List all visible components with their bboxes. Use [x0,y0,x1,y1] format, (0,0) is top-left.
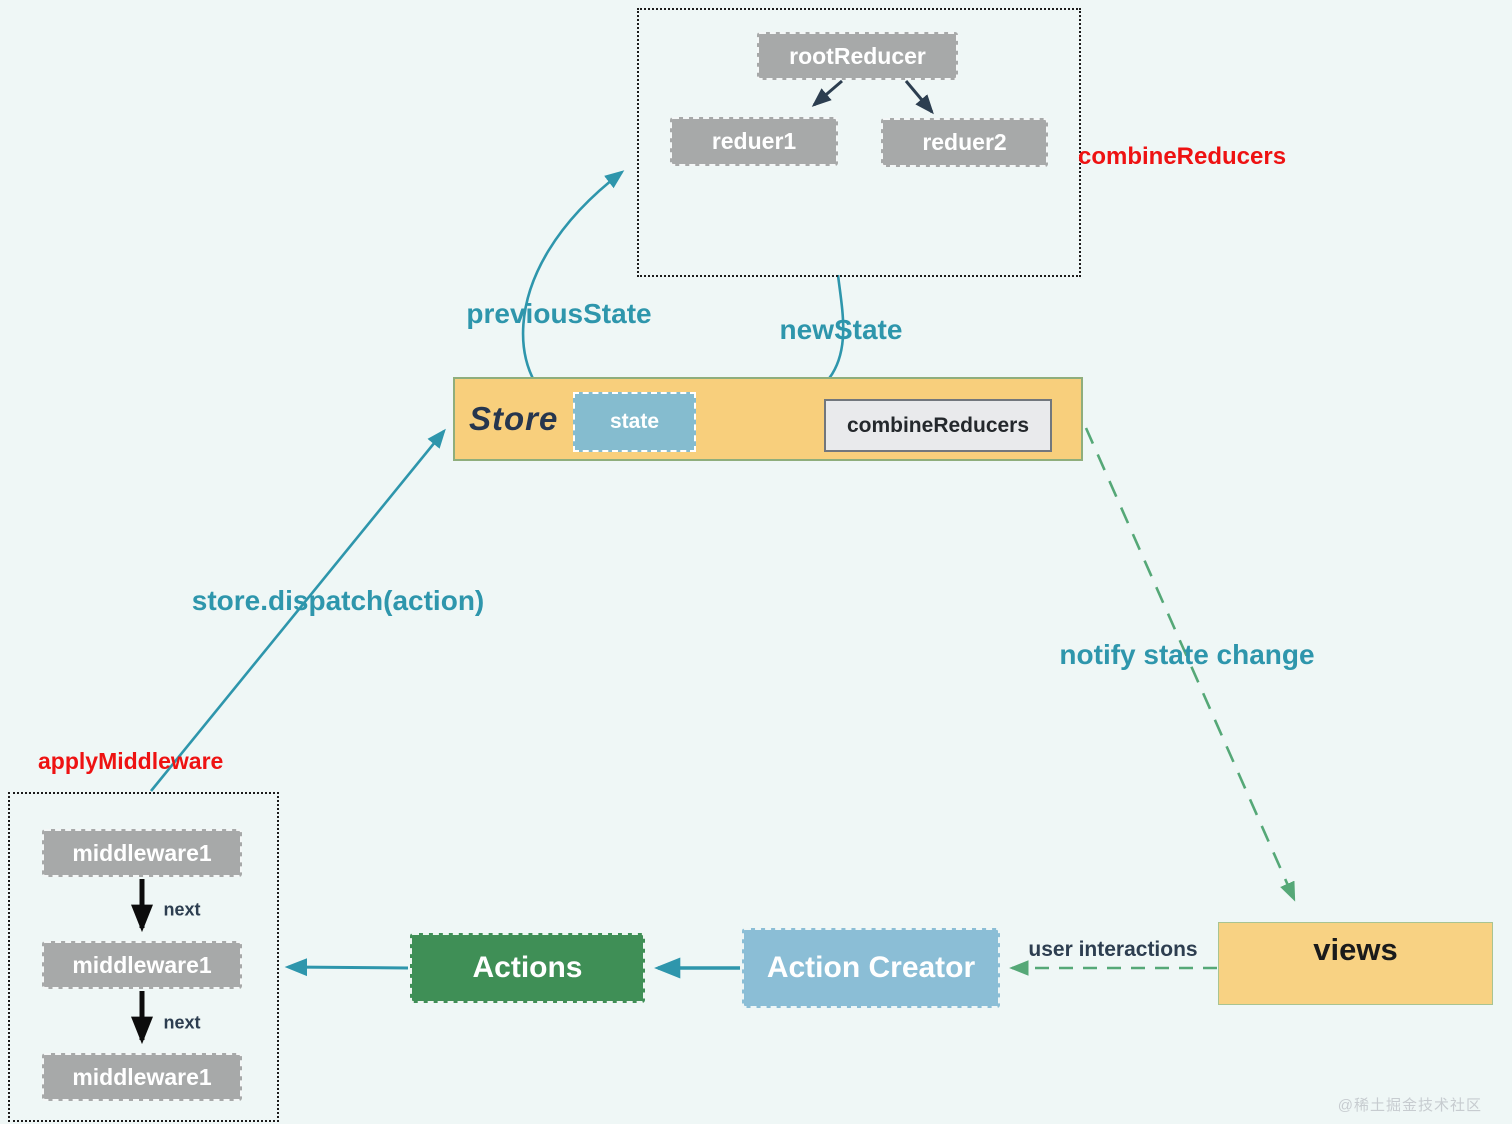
root-reducer-label: rootReducer [789,42,926,69]
dispatch-label: store.dispatch(action) [191,585,485,616]
combine-reducers-group-label: combineReducers [1078,143,1287,170]
actions-node: Actions [410,933,645,1003]
reducer2-label: reduer2 [922,129,1007,155]
apply-middleware-label: applyMiddleware [38,748,224,774]
middleware-label-1: middleware1 [72,839,212,866]
store-title: Store [469,400,559,437]
reducer2-node: reduer2 [881,118,1048,167]
views-node: views [1218,922,1493,1005]
apply-middleware-group-box [8,792,279,1122]
middleware-label-3: middleware1 [72,1063,212,1090]
next-label-1: next [163,899,201,920]
action-creator-label: Action Creator [766,951,976,984]
previous-state-label: previousState [466,298,652,329]
store-box: Store state combineReducers [453,377,1083,461]
combine-reducers-node-label: combineReducers [846,413,1030,437]
user-interactions-label: user interactions [1028,938,1198,961]
middleware-label-2: middleware1 [72,951,212,978]
reducer1-label: reduer1 [711,128,797,154]
root-reducer-node: rootReducer [757,32,958,80]
combine-reducers-node: combineReducers [824,399,1052,452]
action-creator-node: Action Creator [742,928,1000,1008]
reducer1-node: reduer1 [670,117,838,166]
next-label-2: next [163,1012,201,1033]
notify-state-change-label: notify state change [1059,639,1315,670]
state-label: state [609,410,660,433]
actions-to-middleware-arrow [284,958,409,977]
combine-reducers-group-box [637,8,1081,277]
middleware-node-1: middleware1 [42,829,242,877]
new-state-label: newState [779,314,903,345]
views-label: views [1313,932,1398,967]
state-node: state [573,392,696,452]
middleware-node-3: middleware1 [42,1053,242,1101]
middleware-node-2: middleware1 [42,941,242,989]
actions-label: Actions [472,951,583,984]
watermark: @稀土掘金技术社区 [1337,1097,1482,1114]
